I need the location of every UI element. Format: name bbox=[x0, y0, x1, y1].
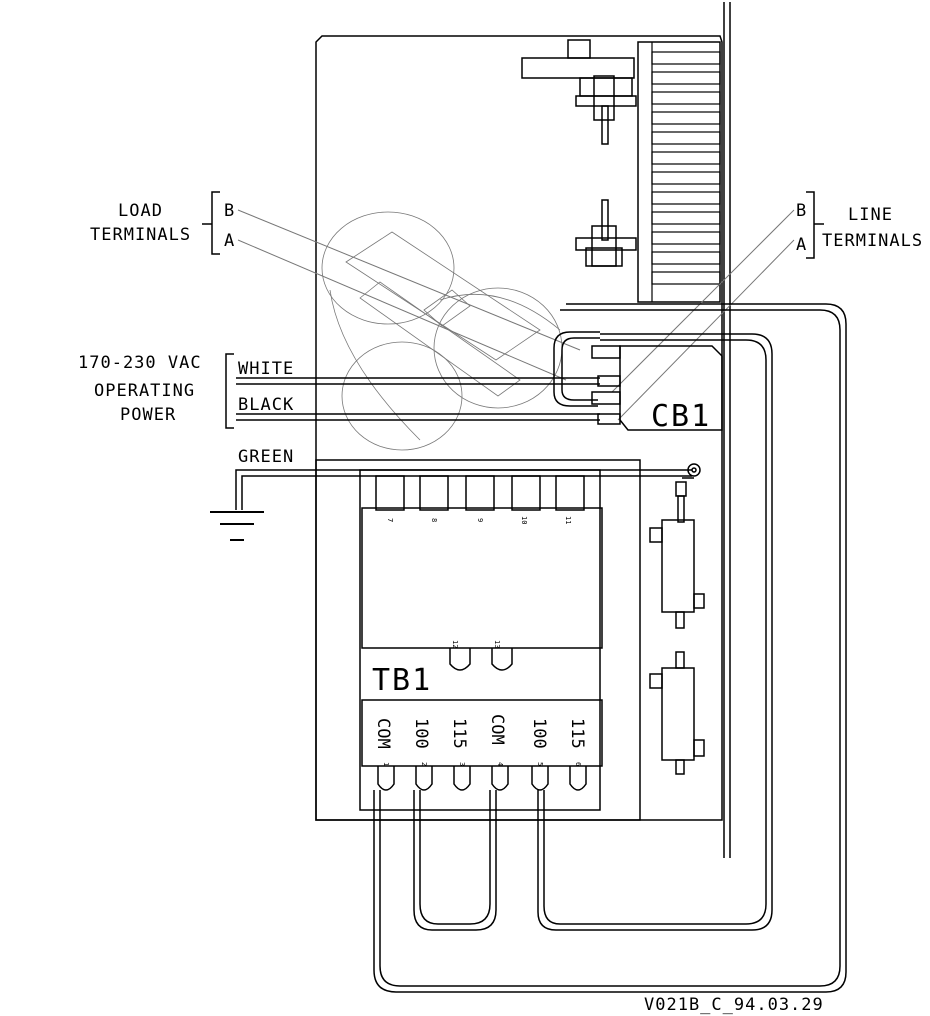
heat-sink-fin bbox=[652, 112, 720, 124]
terminal-2-label: 100 bbox=[411, 718, 431, 749]
terminal-board-tb1: 12 13 TB1 7 8 9 10 11 COM 100 115 COM 10… bbox=[316, 460, 640, 820]
terminal-9-number: 9 bbox=[476, 518, 484, 522]
terminal-3-number: 3 bbox=[458, 762, 466, 766]
terminal-5-number: 5 bbox=[536, 762, 544, 766]
terminal-4-label: COM bbox=[487, 714, 507, 745]
terminal-8-number: 8 bbox=[430, 518, 438, 522]
heat-sink-fin bbox=[652, 132, 720, 144]
lower-terminal-lug bbox=[416, 766, 432, 790]
line-terminal-a: A bbox=[796, 235, 807, 255]
terminal-2-number: 2 bbox=[420, 762, 428, 766]
load-terminal-a: A bbox=[224, 231, 235, 251]
line-title-line2: TERMINALS bbox=[822, 231, 923, 251]
power-voltage-label: 170-230 VAC bbox=[78, 353, 202, 373]
ground-wire bbox=[236, 464, 700, 510]
wire-black-label: BLACK bbox=[238, 395, 294, 415]
transistor-bottom bbox=[576, 200, 636, 266]
wire-green-label: GREEN bbox=[238, 447, 294, 467]
terminal-4-number: 4 bbox=[496, 762, 504, 766]
line-terminals-block: B A LINE TERMINALS bbox=[796, 192, 923, 258]
upper-terminal-screw bbox=[556, 476, 584, 510]
transistor-top bbox=[522, 40, 636, 144]
line-terminal-b: B bbox=[796, 201, 807, 221]
lower-terminal-lug bbox=[454, 766, 470, 790]
load-title-line2: TERMINALS bbox=[90, 225, 191, 245]
upper-terminal-screw bbox=[420, 476, 448, 510]
drawing-id: V021B_C_94.03.29 bbox=[644, 995, 824, 1015]
tb1-label: TB1 bbox=[372, 663, 432, 698]
jumper-wires bbox=[414, 790, 496, 930]
mid-terminal-shapes bbox=[450, 648, 512, 670]
power-line2: OPERATING bbox=[94, 381, 195, 401]
terminal-7-number: 7 bbox=[386, 518, 394, 522]
terminal-11-number: 11 bbox=[564, 516, 572, 524]
upper-terminal-screw bbox=[466, 476, 494, 510]
terminal-1-number: 1 bbox=[382, 762, 390, 766]
load-terminal-b: B bbox=[224, 201, 235, 221]
cb1-label: CB1 bbox=[651, 399, 711, 434]
terminal-5-label: 100 bbox=[529, 718, 549, 749]
heat-sink-fin bbox=[652, 72, 720, 84]
lower-terminal-lug bbox=[492, 766, 508, 790]
power-line3: POWER bbox=[120, 405, 176, 425]
terminal-13-number: 13 bbox=[493, 640, 501, 648]
heat-sink-fin bbox=[652, 212, 720, 224]
side-component-lower bbox=[650, 652, 704, 774]
wire-white-label: WHITE bbox=[238, 359, 294, 379]
upper-terminal-screw bbox=[512, 476, 540, 510]
terminal-6-number: 6 bbox=[574, 762, 582, 766]
line-title-line1: LINE bbox=[848, 205, 893, 225]
heat-sink bbox=[638, 42, 720, 302]
load-title-line1: LOAD bbox=[118, 201, 163, 221]
terminal-1-label: COM bbox=[373, 718, 393, 749]
load-terminals-block: LOAD TERMINALS B A bbox=[90, 192, 235, 254]
terminal-6-label: 115 bbox=[567, 718, 587, 749]
circuit-breaker-cb1: CB1 bbox=[592, 346, 722, 434]
heat-sink-fin bbox=[652, 232, 720, 244]
heat-sink-fin bbox=[652, 92, 720, 104]
lower-terminal-lug bbox=[570, 766, 586, 790]
terminal-3-label: 115 bbox=[449, 718, 469, 749]
heat-sink-fin bbox=[652, 192, 720, 204]
lower-terminal-lug bbox=[532, 766, 548, 790]
operating-power-block: 170-230 VAC OPERATING POWER WHITE BLACK bbox=[78, 353, 294, 428]
terminal-10-number: 10 bbox=[520, 516, 528, 524]
heat-sink-fin bbox=[652, 252, 720, 264]
heat-sink-fin bbox=[652, 152, 720, 164]
side-component-upper bbox=[650, 482, 704, 628]
lower-terminal-lug bbox=[378, 766, 394, 790]
ground-icon bbox=[210, 512, 264, 540]
upper-terminal-screw bbox=[376, 476, 404, 510]
heat-sink-fin bbox=[652, 52, 720, 64]
heat-sink-fin bbox=[652, 172, 720, 184]
heat-sink-fin bbox=[652, 272, 720, 284]
terminal-12-number: 12 bbox=[451, 640, 459, 648]
